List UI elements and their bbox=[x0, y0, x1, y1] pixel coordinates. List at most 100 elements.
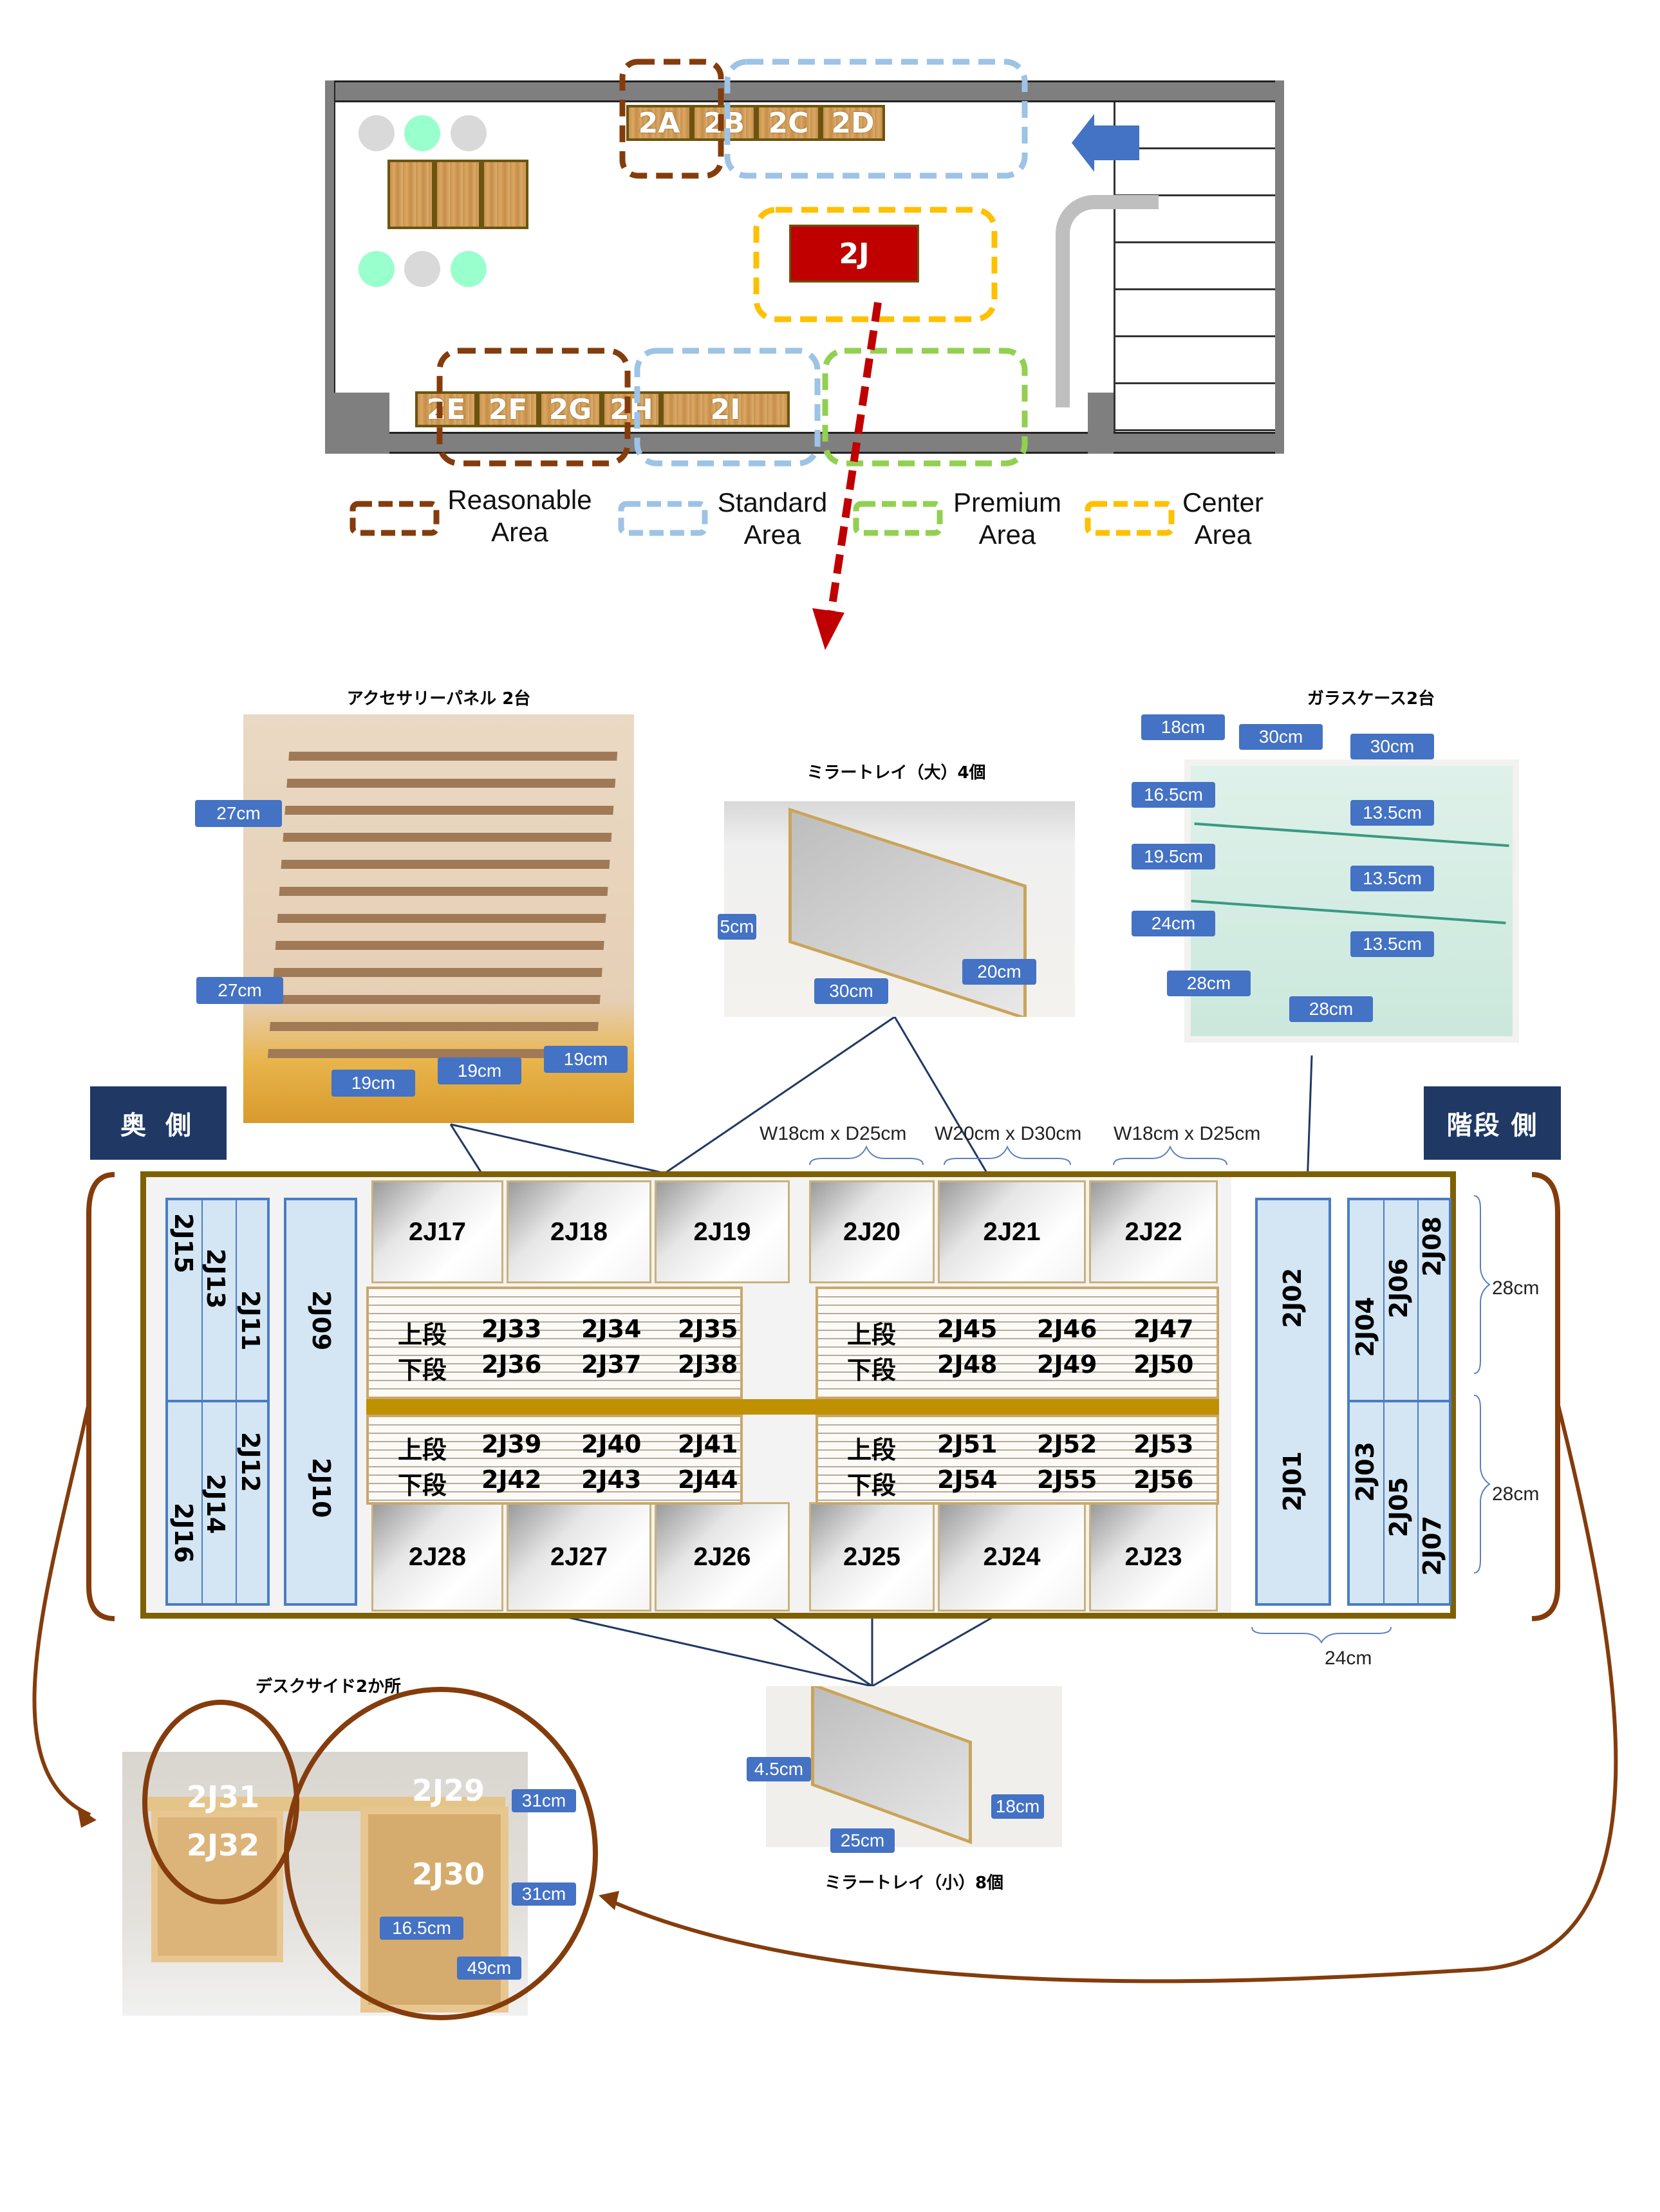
slot-label[interactable]: 2J50 bbox=[1133, 1350, 1194, 1379]
zone-2d[interactable]: 2D bbox=[821, 105, 885, 141]
slot-label[interactable]: 2J42 bbox=[481, 1465, 542, 1494]
zone-2h[interactable]: 2H bbox=[602, 391, 661, 427]
tray-size-label: W18cm x D25cm bbox=[1114, 1123, 1261, 1144]
dim-case-shelf-depth-3: 24cm bbox=[1132, 911, 1215, 936]
slot-label[interactable]: 2J34 bbox=[581, 1315, 642, 1343]
accessory-panel-right-bottom[interactable]: 上段 2J51 2J52 2J53 下段 2J54 2J55 2J56 bbox=[816, 1415, 1219, 1505]
wall-bottom bbox=[325, 432, 1284, 454]
accessory-panel-title: アクセサリーパネル 2台 bbox=[346, 689, 531, 709]
slot-label[interactable]: 2J37 bbox=[581, 1350, 642, 1379]
tier-label-upper: 上段 bbox=[847, 1321, 897, 1349]
tray-2j19[interactable]: 2J19 bbox=[655, 1180, 790, 1283]
tray-2j18[interactable]: 2J18 bbox=[507, 1180, 651, 1283]
zone-2c[interactable]: 2C bbox=[756, 105, 821, 141]
zone-2i[interactable]: 2I bbox=[661, 391, 790, 427]
slot-label[interactable]: 2J08 bbox=[1418, 1216, 1446, 1277]
slot-label[interactable]: 2J01 bbox=[1278, 1451, 1307, 1512]
zone-2b[interactable]: 2B bbox=[692, 105, 756, 141]
tray-2j25[interactable]: 2J25 bbox=[809, 1502, 935, 1612]
mirror-tray-small-title: ミラートレイ（小）8個 bbox=[824, 1873, 1004, 1893]
tray-2j20[interactable]: 2J20 bbox=[809, 1180, 935, 1283]
slot-label[interactable]: 2J12 bbox=[236, 1432, 265, 1492]
slot-label[interactable]: 2J39 bbox=[481, 1430, 542, 1458]
slot-label[interactable]: 2J05 bbox=[1385, 1477, 1413, 1538]
slot-label[interactable]: 2J40 bbox=[581, 1430, 642, 1458]
slot-label[interactable]: 2J11 bbox=[236, 1290, 265, 1351]
slot-2j31[interactable]: 2J31 bbox=[187, 1780, 260, 1814]
width-dim: 24cm bbox=[1325, 1648, 1372, 1669]
slot-label[interactable]: 2J03 bbox=[1351, 1442, 1379, 1502]
slot-label[interactable]: 2J14 bbox=[201, 1474, 230, 1534]
chair-green bbox=[404, 115, 440, 151]
tray-size-label: W18cm x D25cm bbox=[760, 1123, 907, 1144]
height-dim-upper: 28cm bbox=[1492, 1278, 1540, 1299]
slot-label[interactable]: 2J35 bbox=[678, 1315, 738, 1343]
mirror-tray-small-photo bbox=[766, 1686, 1062, 1847]
slot-label[interactable]: 2J49 bbox=[1037, 1350, 1097, 1379]
slot-label[interactable]: 2J13 bbox=[201, 1249, 230, 1309]
zone-2g[interactable]: 2G bbox=[539, 391, 602, 427]
height-dim-lower: 28cm bbox=[1492, 1483, 1540, 1505]
accessory-panel-left-bottom[interactable]: 上段 2J39 2J40 2J41 下段 2J42 2J43 2J44 bbox=[366, 1415, 743, 1505]
slot-2j29[interactable]: 2J29 bbox=[412, 1773, 485, 1808]
slot-label[interactable]: 2J45 bbox=[937, 1315, 998, 1343]
slot-label[interactable]: 2J04 bbox=[1351, 1297, 1379, 1357]
dim-tray-small-width: 25cm bbox=[830, 1828, 895, 1853]
slot-label[interactable]: 2J10 bbox=[307, 1458, 335, 1518]
dining-table-section bbox=[387, 160, 434, 229]
chair-gray bbox=[404, 251, 440, 287]
slot-label[interactable]: 2J46 bbox=[1037, 1315, 1097, 1343]
zone-2a[interactable]: 2A bbox=[626, 105, 692, 141]
display-table-2j: 2J15 2J13 2J11 2J16 2J14 2J12 2J09 2J10 … bbox=[140, 1171, 1456, 1619]
accessory-panel-right-top[interactable]: 上段 2J45 2J46 2J47 下段 2J48 2J49 2J50 bbox=[816, 1287, 1219, 1399]
slot-label[interactable]: 2J16 bbox=[169, 1503, 198, 1563]
slot-label[interactable]: 2J06 bbox=[1385, 1258, 1413, 1319]
wall-top bbox=[325, 80, 1284, 102]
slot-label[interactable]: 2J47 bbox=[1133, 1315, 1194, 1343]
tray-2j21[interactable]: 2J21 bbox=[938, 1180, 1086, 1283]
slot-label[interactable]: 2J38 bbox=[678, 1350, 738, 1379]
slot-label[interactable]: 2J54 bbox=[937, 1465, 998, 1494]
chair-gray bbox=[359, 115, 395, 151]
tray-2j23[interactable]: 2J23 bbox=[1089, 1502, 1218, 1612]
zone-2e[interactable]: 2E bbox=[415, 391, 477, 427]
tier-label-lower: 下段 bbox=[398, 1356, 447, 1384]
slot-2j32[interactable]: 2J32 bbox=[187, 1828, 260, 1863]
dim-case-shelf-height-3: 13.5cm bbox=[1350, 931, 1434, 957]
dim-tray-large-height: 5cm bbox=[718, 914, 756, 940]
slot-label[interactable]: 2J56 bbox=[1133, 1465, 1194, 1494]
slot-label[interactable]: 2J33 bbox=[481, 1315, 542, 1343]
entrance-arrow-icon bbox=[1072, 114, 1139, 172]
tray-2j27[interactable]: 2J27 bbox=[507, 1502, 651, 1612]
tray-2j28[interactable]: 2J28 bbox=[371, 1502, 503, 1612]
slot-label[interactable]: 2J44 bbox=[678, 1465, 738, 1494]
dim-tray-small-depth: 18cm bbox=[991, 1794, 1044, 1819]
zone-2j[interactable]: 2J bbox=[789, 225, 919, 283]
dim-case-width-bottom-left: 28cm bbox=[1167, 971, 1251, 996]
slot-label[interactable]: 2J55 bbox=[1037, 1465, 1097, 1494]
dim-tray-large-depth: 20cm bbox=[962, 959, 1036, 985]
slot-label[interactable]: 2J52 bbox=[1037, 1430, 1097, 1458]
tray-2j17[interactable]: 2J17 bbox=[371, 1180, 503, 1283]
zone-2f[interactable]: 2F bbox=[477, 391, 539, 427]
slot-label[interactable]: 2J43 bbox=[581, 1465, 642, 1494]
dining-table-section bbox=[481, 160, 528, 229]
slot-label[interactable]: 2J41 bbox=[678, 1430, 738, 1458]
accessory-panel-left-top[interactable]: 上段 2J33 2J34 2J35 下段 2J36 2J37 2J38 bbox=[366, 1287, 743, 1399]
dim-panel-height-upper: 27cm bbox=[195, 800, 282, 827]
slot-2j30[interactable]: 2J30 bbox=[412, 1857, 485, 1891]
glass-case-title: ガラスケース2台 bbox=[1307, 689, 1435, 709]
tray-2j26[interactable]: 2J26 bbox=[655, 1502, 790, 1612]
slot-label[interactable]: 2J53 bbox=[1133, 1430, 1194, 1458]
tray-2j22[interactable]: 2J22 bbox=[1089, 1180, 1218, 1283]
slot-label[interactable]: 2J51 bbox=[937, 1430, 998, 1458]
slot-label[interactable]: 2J48 bbox=[937, 1350, 998, 1379]
slot-label[interactable]: 2J07 bbox=[1418, 1516, 1446, 1576]
chair-green bbox=[451, 251, 487, 287]
tray-2j24[interactable]: 2J24 bbox=[938, 1502, 1086, 1612]
slot-label[interactable]: 2J02 bbox=[1278, 1268, 1307, 1328]
slot-label[interactable]: 2J09 bbox=[307, 1290, 335, 1351]
tier-label-lower: 下段 bbox=[847, 1356, 897, 1384]
slot-label[interactable]: 2J15 bbox=[169, 1213, 198, 1274]
slot-label[interactable]: 2J36 bbox=[481, 1350, 542, 1379]
